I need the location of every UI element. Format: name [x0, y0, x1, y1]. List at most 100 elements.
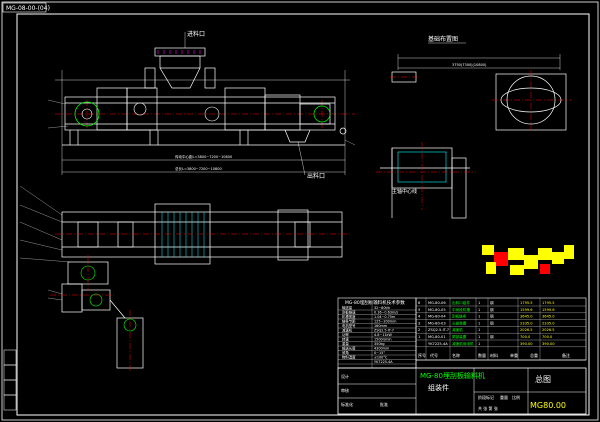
foundation-dim: 3750(7300)(10800) [452, 63, 487, 67]
std-label: 标准化 [341, 401, 353, 407]
inner-frame [16, 13, 590, 416]
head-hub [81, 108, 93, 120]
trough-body [64, 87, 336, 131]
parts-header-cell: 数量 [478, 352, 486, 358]
parts-cell: 2 [418, 328, 420, 332]
parts-cell: 钢 [490, 334, 494, 339]
parts-cell: 6 [418, 301, 421, 305]
foundation-center-lines [390, 70, 572, 132]
parts-cell: YK7225-4A [428, 342, 448, 346]
left-margin-boxes [3, 349, 17, 411]
parts-cell: 钢 [490, 300, 494, 305]
params-row-value: 160mm [374, 324, 388, 328]
drive-center-lines [50, 255, 131, 372]
parts-cell: 2026.5 [520, 328, 533, 332]
head-sprocket [74, 101, 100, 127]
outlet-chute [284, 129, 311, 143]
params-row-value: 4300mm [374, 347, 390, 351]
parts-cell: 头部装置 [452, 320, 467, 325]
parts-cell: ZSQ2.5-IT-7 [428, 328, 449, 332]
title-block-grid [338, 359, 586, 414]
parts-cell: 3645.0 [542, 315, 555, 319]
product-name: MG-80埋刮板输料机 [420, 371, 485, 380]
params-row-value: 1.04~0.75m [374, 315, 396, 319]
params-row-value: 4.8~11kW [374, 333, 393, 337]
parts-header-cell: 单重 [510, 352, 518, 358]
params-row-value: 0~15° [374, 351, 385, 355]
checker-label: 审核 [341, 387, 349, 393]
parts-cell: 1599.6 [542, 308, 555, 312]
params-row-value: 1500r/min [374, 338, 392, 342]
parts-cell: 减速机 [452, 327, 463, 332]
parts-header-cell: 材料 [490, 352, 498, 358]
parts-cell: 2026.5 [542, 328, 555, 332]
params-row-label: 重量 [342, 341, 349, 346]
weight-label: 重量 [500, 394, 508, 400]
scale-label: 比例 [512, 394, 520, 400]
parts-cell: MG-80-04 [428, 315, 446, 319]
parts-cell: 1 [478, 321, 480, 325]
parts-cell: MG-80-06 [428, 301, 446, 305]
parts-cell: 700.0 [520, 335, 531, 339]
section-trough [380, 147, 470, 219]
foundation-view: 基础布置图 3750(7300)(10800) [390, 35, 572, 132]
parts-header-cell: 名称 [452, 352, 460, 358]
title-block-frame [337, 367, 587, 415]
parts-header-cell: 备注 [562, 352, 570, 358]
parts-cell: 2335.0 [542, 321, 555, 325]
params-row-label: 转速 [342, 337, 349, 342]
parts-cell: 4 [418, 315, 421, 319]
support-legs [62, 130, 345, 146]
parts-header-cell: 序号 [418, 352, 426, 358]
plan-view [19, 185, 350, 372]
foundation-flange [500, 87, 562, 113]
outlet-label: 出料口 [307, 172, 325, 180]
params-row-value: ≤100°C [374, 356, 388, 360]
parts-cell: 1 [418, 335, 420, 339]
parts-cell: MG-80-03 [428, 321, 446, 325]
sheet-label: 共 张 第 张 [478, 405, 498, 411]
section-chain [397, 151, 447, 183]
inspection-port-2 [204, 106, 220, 122]
params-row-value: YK7225-4A [374, 360, 393, 364]
parts-cell: 1 [478, 308, 480, 312]
part-leaders-top [47, 99, 356, 146]
section-view: 主轴中心线 [376, 142, 476, 219]
parts-cell: 1 [478, 342, 480, 346]
parts-cell: 3 [418, 321, 420, 325]
params-row-label: 功率 [342, 332, 349, 337]
plan-leaders [19, 185, 71, 263]
params-row-label: 物料温度 [342, 355, 356, 360]
view-name: 总图 [535, 374, 551, 384]
parts-cell: 钢 [490, 307, 494, 312]
parts-cell: 出料口组件 [452, 300, 470, 305]
elevation-dim-lines [55, 70, 350, 175]
drive-unit [61, 261, 144, 369]
corner-code-box [2, 2, 47, 13]
parts-cell: 1 [478, 315, 480, 319]
watermark-blocks [482, 245, 574, 275]
parts-cell: 1 [478, 301, 480, 305]
params-row-label: 链条节距 [342, 319, 356, 324]
params-row-label: 输送长度 [342, 346, 356, 351]
drawing-number: MG80.00 [530, 401, 566, 410]
params-row-value: 0.16~0.63m/s [374, 311, 398, 315]
params-row-label: 机槽宽度 [342, 314, 356, 319]
parts-cell: MG-80-01 [428, 335, 446, 339]
params-row-value: 125~200mm [374, 320, 397, 324]
inspection-port-1 [133, 102, 147, 116]
parts-cell: 390.00 [520, 342, 533, 346]
hopper-bolts [157, 50, 201, 54]
parts-cell: 中间段机槽 [452, 307, 470, 312]
parts-cell: 刮板链条 [452, 314, 467, 319]
foundation-shaft-circle [506, 75, 556, 125]
params-row-label: 输送量 [342, 305, 353, 310]
parts-header-cell: 代号 [430, 352, 438, 358]
parts-cell: 1 [478, 335, 480, 339]
